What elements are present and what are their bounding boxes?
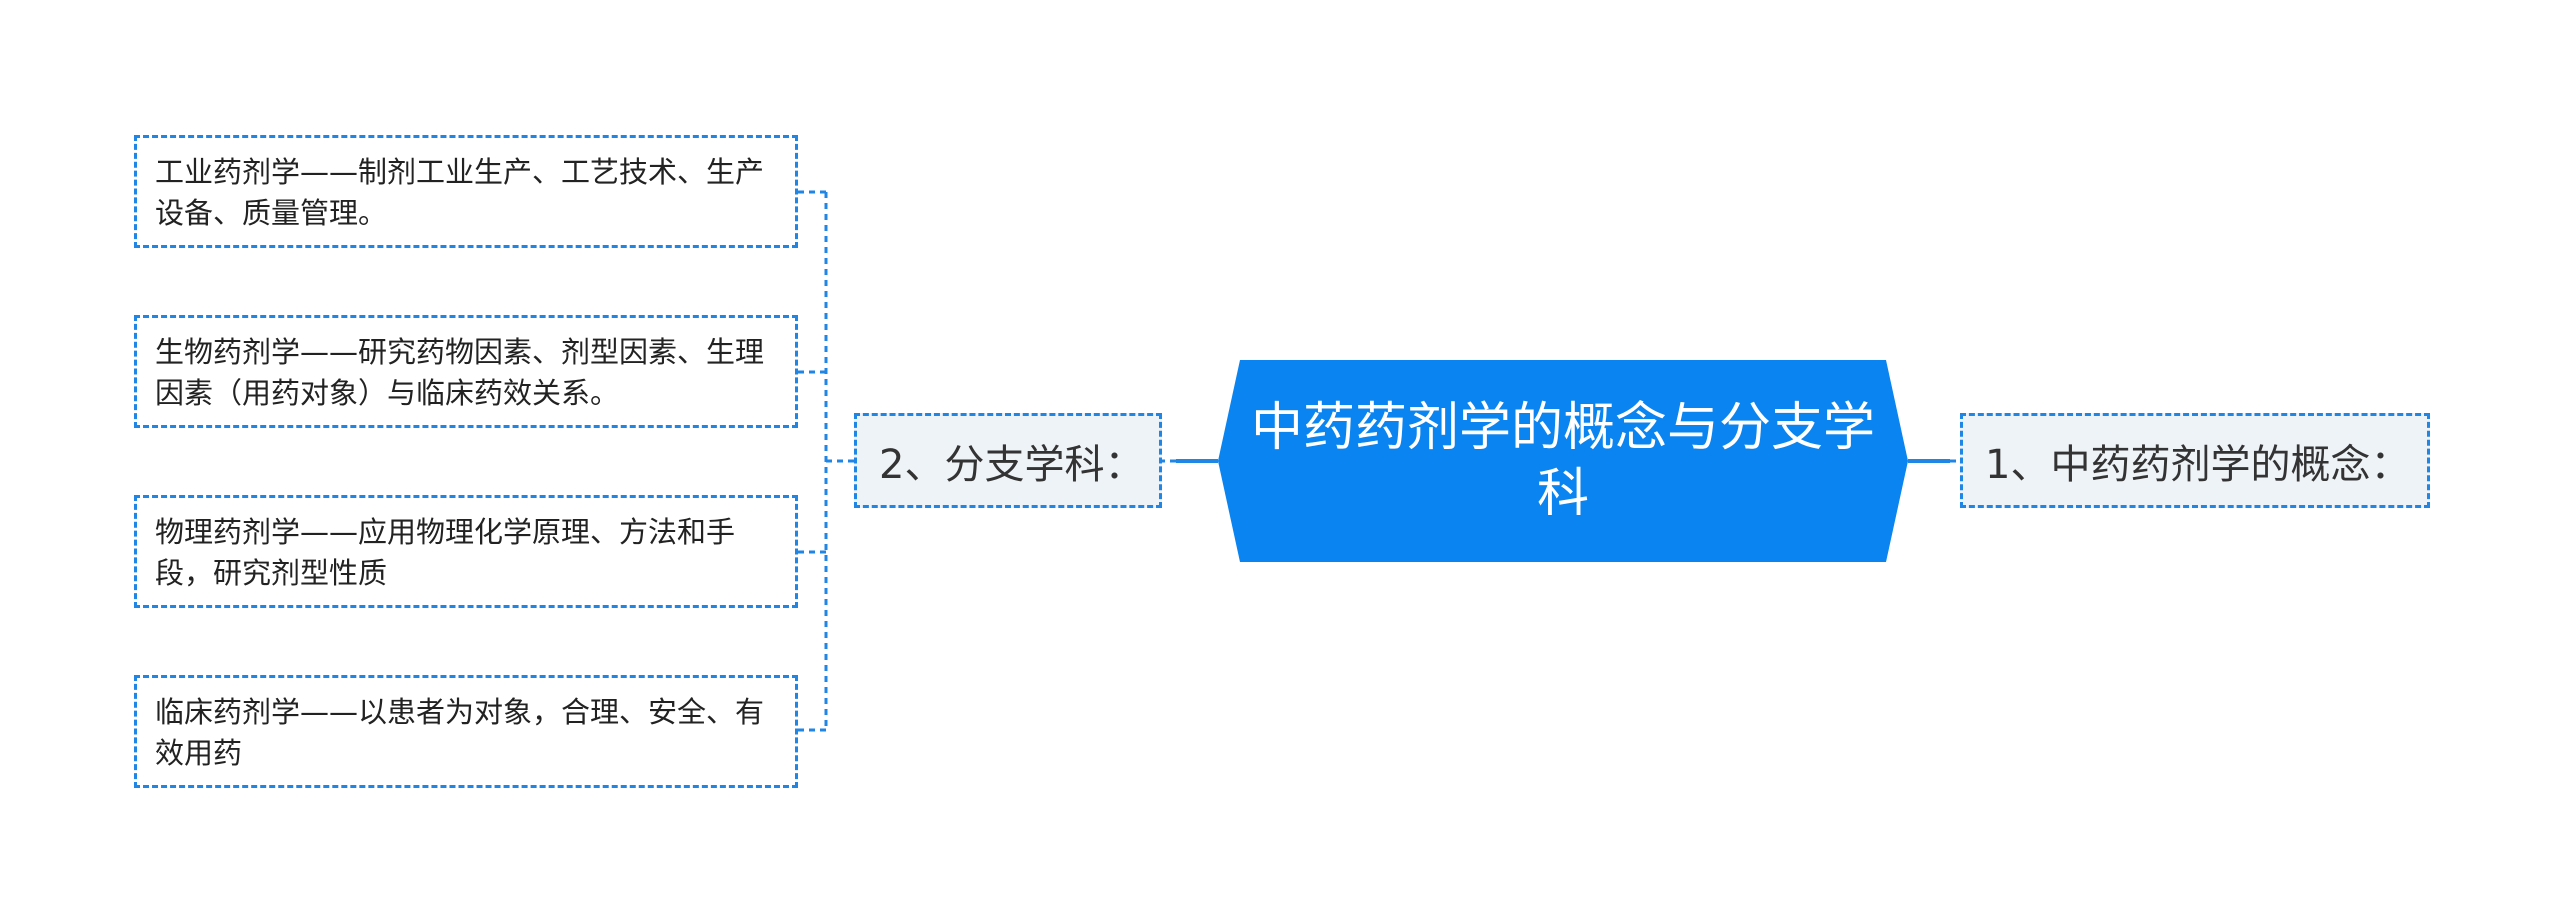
leaf-text: 临床药剂学——以患者为对象，合理、安全、有效用药 xyxy=(155,695,765,770)
leaf-node-industrial-pharmaceutics[interactable]: 工业药剂学——制剂工业生产、工艺技术、生产设备、质量管理。 xyxy=(134,135,798,248)
leaf-text: 工业药剂学——制剂工业生产、工艺技术、生产设备、质量管理。 xyxy=(155,155,765,230)
branch-node-concept[interactable]: 1、中药药剂学的概念： xyxy=(1960,413,2430,508)
branch-label-concept: 1、中药药剂学的概念： xyxy=(1985,441,2411,488)
central-topic-title: 中药药剂学的概念与分支学科 xyxy=(1250,398,1875,524)
leaf-node-biopharmaceutics[interactable]: 生物药剂学——研究药物因素、剂型因素、生理因素（用药对象）与临床药效关系。 xyxy=(134,315,798,428)
central-topic-node[interactable]: 中药药剂学的概念与分支学科 xyxy=(1218,360,1908,562)
branch-label-subdisciplines: 2、分支学科： xyxy=(879,441,1145,488)
leaf-node-physical-pharmaceutics[interactable]: 物理药剂学——应用物理化学原理、方法和手段，研究剂型性质 xyxy=(134,495,798,608)
leaf-text: 生物药剂学——研究药物因素、剂型因素、生理因素（用药对象）与临床药效关系。 xyxy=(155,335,765,410)
central-topic-shape xyxy=(1218,360,1908,562)
branch-node-subdisciplines[interactable]: 2、分支学科： xyxy=(854,413,1162,508)
leaf-node-clinical-pharmaceutics[interactable]: 临床药剂学——以患者为对象，合理、安全、有效用药 xyxy=(134,675,798,788)
leaf-text: 物理药剂学——应用物理化学原理、方法和手段，研究剂型性质 xyxy=(155,515,736,590)
